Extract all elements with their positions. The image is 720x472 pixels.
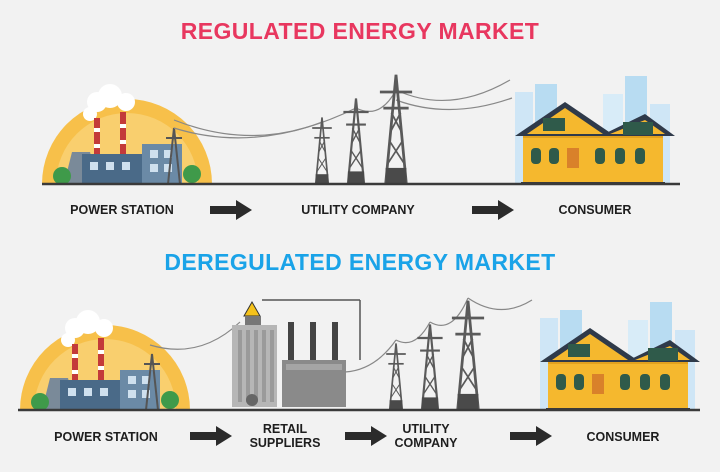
arrow-right-icon — [345, 426, 387, 446]
deregulated-step-consumer: CONSUMER — [586, 430, 660, 444]
transmission-tower-icon — [416, 323, 444, 412]
arrow-right-icon — [510, 426, 552, 446]
arrow-right-icon — [210, 200, 252, 220]
regulated-illustration — [41, 73, 680, 186]
power-station-icon — [41, 83, 213, 186]
transmission-tower-icon — [378, 73, 414, 186]
house-icon — [540, 302, 700, 411]
deregulated-step-retail-suppliers: RETAIL SUPPLIERS — [235, 422, 335, 450]
transmission-tower-icon — [342, 97, 370, 186]
deregulated-market-title: DEREGULATED ENERGY MARKET — [164, 249, 556, 275]
deregulated-step-utility-company: UTILITY COMPANY — [376, 422, 476, 450]
transmission-tower-icon — [311, 116, 333, 185]
deregulated-step-power-station: POWER STATION — [54, 430, 158, 444]
house-icon — [515, 76, 675, 185]
regulated-step-power-station: POWER STATION — [70, 203, 174, 217]
utility-line-2: COMPANY — [394, 436, 458, 450]
transmission-tower-icon — [450, 299, 486, 412]
arrow-right-icon — [190, 426, 232, 446]
utility-line-1: UTILITY — [402, 422, 450, 436]
deregulated-illustration — [18, 297, 700, 412]
power-station-icon — [19, 309, 191, 412]
regulated-market-title: REGULATED ENERGY MARKET — [180, 18, 540, 44]
transmission-tower-icon — [385, 342, 407, 411]
substation-icon — [232, 299, 361, 407]
retail-line-1: RETAIL — [262, 422, 308, 436]
regulated-step-utility-company: UTILITY COMPANY — [301, 203, 415, 217]
regulated-step-consumer: CONSUMER — [558, 203, 632, 217]
arrow-right-icon — [472, 200, 514, 220]
retail-line-2: SUPPLIERS — [249, 436, 321, 450]
